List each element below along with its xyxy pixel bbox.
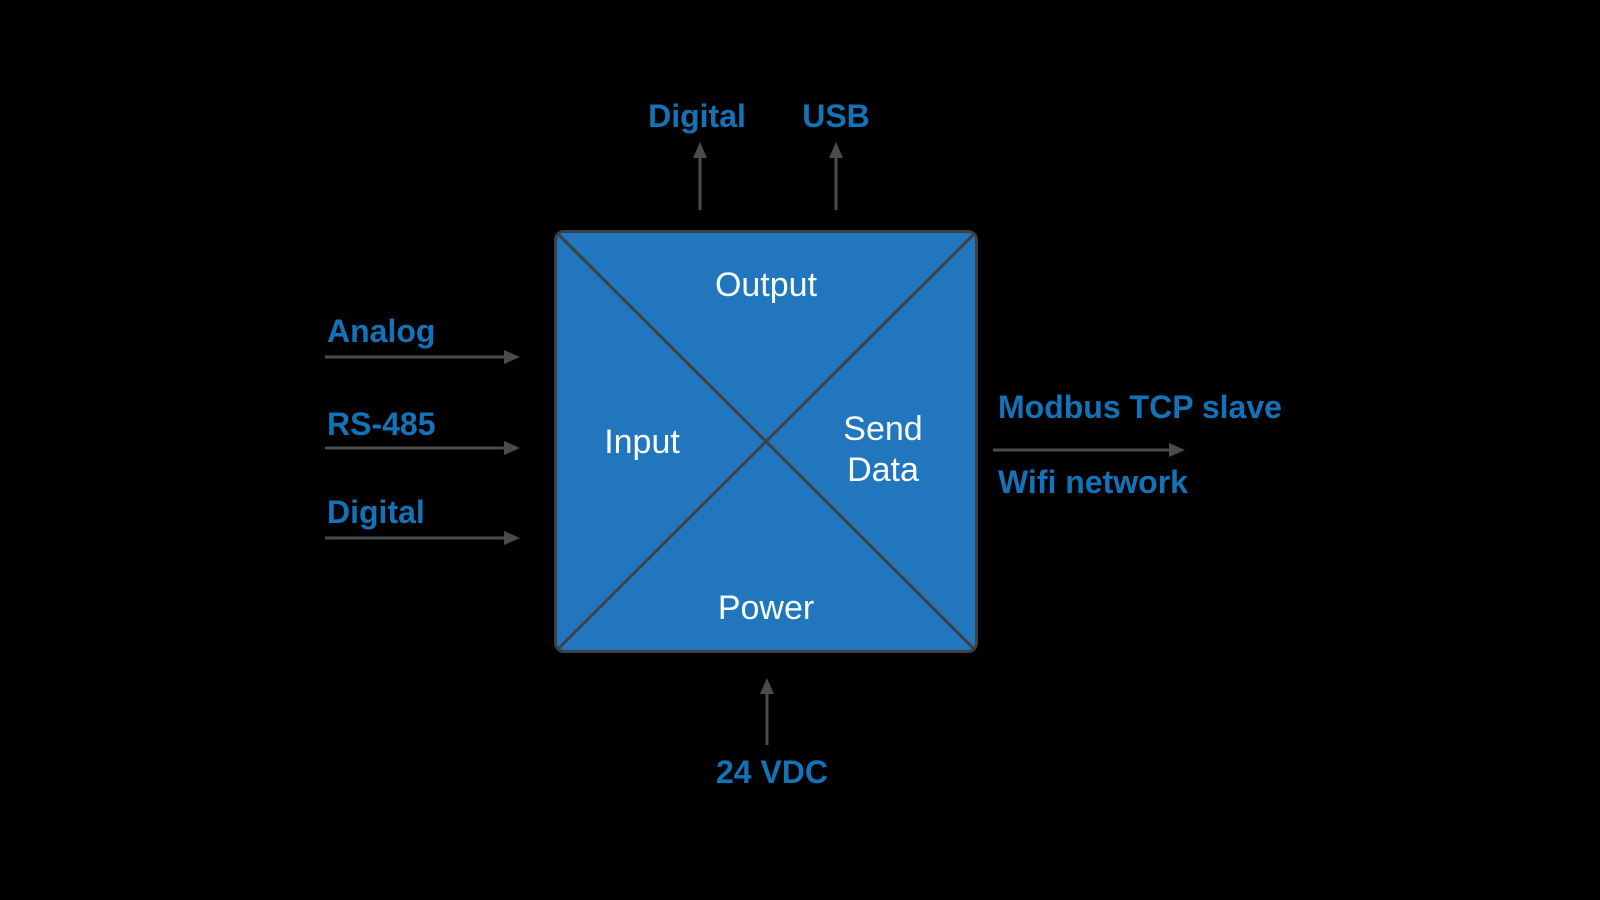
input-label-analog: Analog xyxy=(327,313,436,349)
quadrant-label-output: Output xyxy=(714,266,818,304)
device-diagonals xyxy=(557,233,975,650)
rs485-input-arrow xyxy=(325,441,520,455)
send-data-line2: Data xyxy=(847,450,919,489)
analog-input-arrow xyxy=(325,350,520,364)
digital-input-arrow xyxy=(325,531,520,545)
send-data-arrow xyxy=(993,443,1185,457)
quadrant-label-power: Power xyxy=(717,589,815,627)
input-label-rs485: RS-485 xyxy=(327,406,436,442)
output-label-modbus-tcp-slave: Modbus TCP slave xyxy=(998,389,1282,425)
quadrant-label-send-data: Send Data xyxy=(843,409,922,491)
quadrant-label-input: Input xyxy=(604,423,680,461)
power-input-arrow xyxy=(760,678,774,745)
digital-output-arrow xyxy=(693,142,707,210)
output-label-wifi-network: Wifi network xyxy=(998,464,1188,500)
device-box: Output Input Send Data Power xyxy=(554,230,978,653)
power-label-24vdc: 24 VDC xyxy=(715,754,829,790)
input-label-digital: Digital xyxy=(327,494,425,530)
output-label-digital: Digital xyxy=(648,98,746,134)
usb-output-arrow xyxy=(829,142,843,210)
send-data-line1: Send xyxy=(843,410,923,448)
output-label-usb: USB xyxy=(802,98,870,134)
